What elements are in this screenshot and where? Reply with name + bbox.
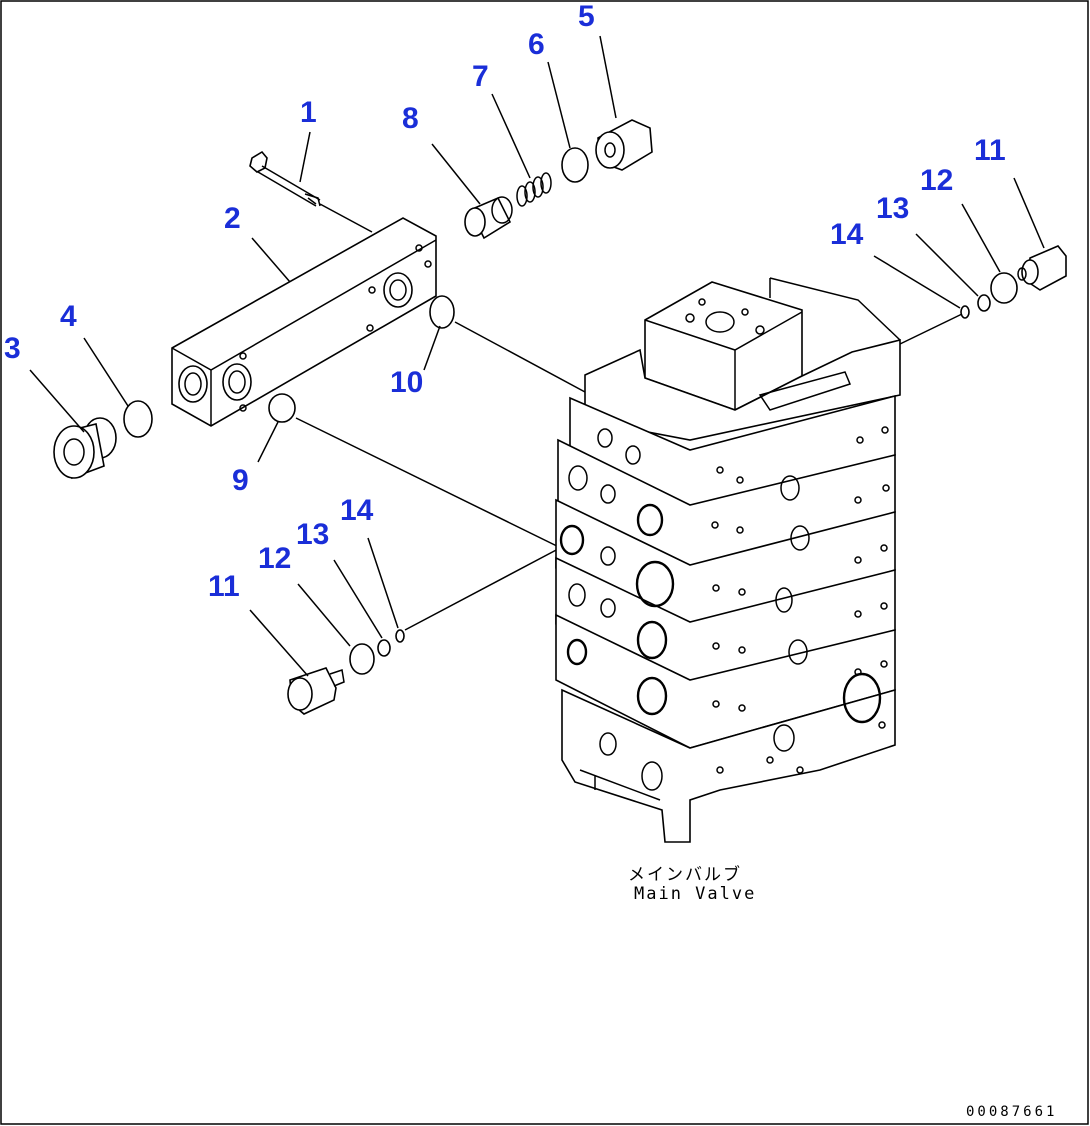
o-ring-part-4 (123, 400, 153, 438)
o-ring-part-12-right (990, 272, 1018, 304)
plug-part-3 (53, 417, 117, 480)
assembly-lines (295, 313, 963, 631)
bolt-part-1 (249, 150, 321, 207)
callout-11-right[interactable]: 11 (974, 134, 1006, 167)
callout-13-right[interactable]: 13 (876, 192, 910, 225)
callout-1[interactable]: 1 (300, 96, 317, 129)
right-set (960, 245, 1067, 319)
plug-part-11-left (287, 667, 345, 715)
callout-12-left[interactable]: 12 (258, 542, 292, 575)
main-valve-body (555, 277, 901, 843)
callout-14-right[interactable]: 14 (830, 218, 864, 251)
callout-12-right[interactable]: 12 (920, 164, 954, 197)
spring-part-7 (516, 172, 552, 207)
o-ring-part-6 (561, 147, 589, 183)
plug-part-5 (595, 119, 653, 171)
callout-4[interactable]: 4 (60, 300, 77, 333)
callout-3[interactable]: 3 (4, 332, 21, 365)
callout-6[interactable]: 6 (528, 28, 545, 61)
callout-5[interactable]: 5 (578, 0, 595, 33)
ring-part-14-right (960, 305, 970, 319)
callout-11-left[interactable]: 11 (208, 570, 240, 603)
callout-7[interactable]: 7 (472, 60, 489, 93)
callout-14-left[interactable]: 14 (340, 494, 374, 527)
callout-2[interactable]: 2 (224, 202, 241, 235)
o-ring-part-9 (268, 393, 296, 423)
o-ring-part-10 (429, 295, 455, 329)
callout-8[interactable]: 8 (402, 102, 419, 135)
ring-part-13-right (977, 294, 991, 312)
callout-13-left[interactable]: 13 (296, 518, 330, 551)
o-ring-part-12-left (349, 643, 375, 675)
sleeve-part-8 (464, 196, 513, 240)
callout-9[interactable]: 9 (232, 464, 249, 497)
plug-part-11-right (1017, 245, 1067, 291)
left-lower-set (287, 629, 405, 715)
callout-10[interactable]: 10 (390, 366, 424, 399)
callout-leaders (29, 35, 1045, 677)
ring-part-14-left (395, 629, 405, 643)
ring-part-13-left (377, 639, 391, 657)
caption-english: Main Valve (634, 884, 757, 904)
drawing-number: 00087661 (966, 1104, 1058, 1120)
block-part-2 (171, 217, 437, 427)
caption-japanese: メインバルブ (628, 865, 742, 885)
